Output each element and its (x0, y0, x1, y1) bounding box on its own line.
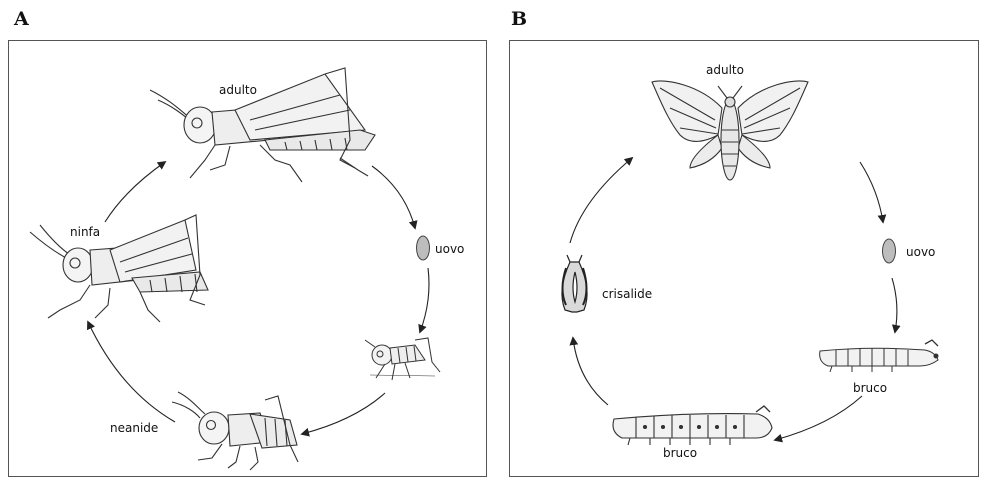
label-ninfa: ninfa (70, 225, 100, 239)
panel-b-diagram: adulto uovo bruco bruco crisalide (562, 63, 938, 460)
chrysalis-illustration (562, 255, 587, 312)
cycle-arrows-a (88, 162, 429, 434)
label-uovo-b: uovo (906, 245, 935, 259)
panel-a-diagram: adulto uovo neanide ninfa (30, 68, 464, 470)
small-caterpillar-illustration (820, 340, 938, 372)
label-neanide: neanide (110, 421, 158, 435)
label-crisalide: crisalide (602, 287, 652, 301)
label-adulto-b: adulto (706, 63, 744, 77)
egg-illustration (883, 239, 896, 263)
large-caterpillar-illustration (613, 406, 772, 445)
label-uovo-a: uovo (435, 242, 464, 256)
egg-illustration (417, 236, 430, 260)
ninfa-illustration (30, 215, 208, 322)
label-bruco-1: bruco (853, 381, 887, 395)
adult-grasshopper-illustration (150, 68, 375, 182)
neanide-illustration (172, 392, 298, 470)
adult-moth-illustration (652, 81, 808, 180)
label-adulto-a: adulto (219, 83, 257, 97)
small-neanide-illustration (365, 338, 440, 380)
label-bruco-2: bruco (663, 446, 697, 460)
